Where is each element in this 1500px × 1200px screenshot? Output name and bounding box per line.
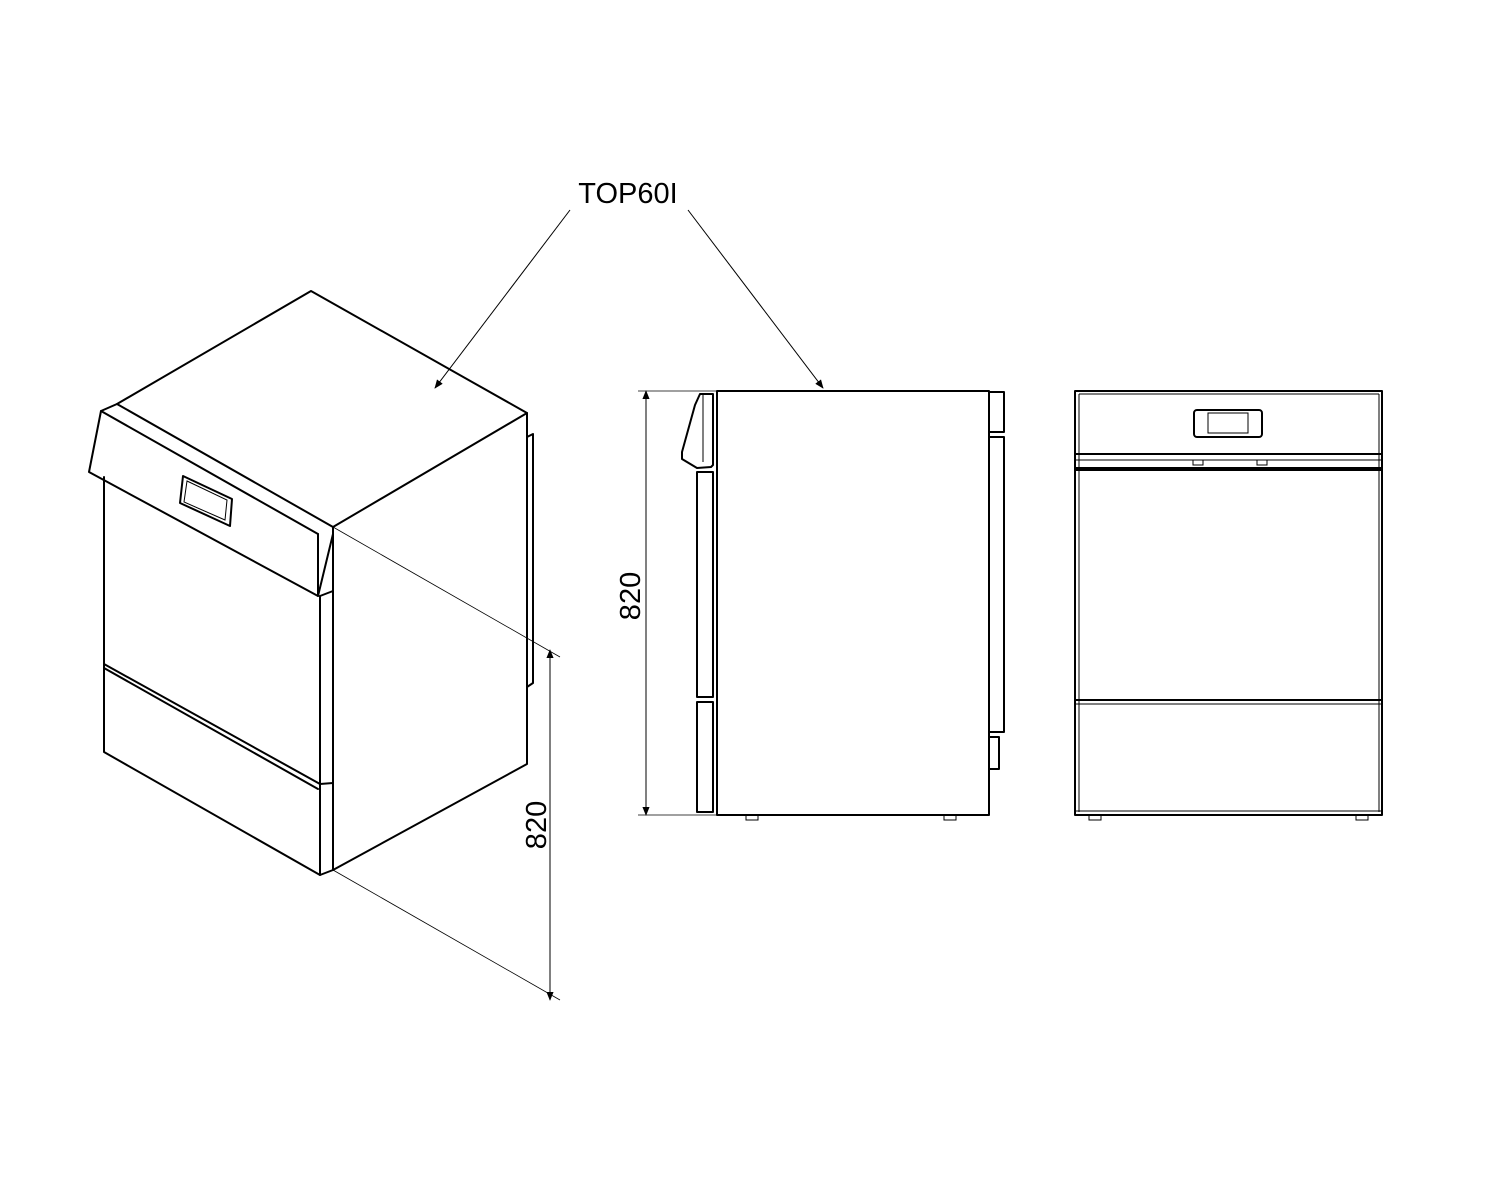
leader-arrow-isometric bbox=[434, 209, 571, 389]
leader-arrow-side bbox=[687, 209, 824, 389]
side-view bbox=[638, 390, 1005, 821]
dimension-label-side: 820 bbox=[615, 572, 647, 620]
door bbox=[103, 476, 321, 785]
model-label: TOP60I bbox=[578, 178, 677, 210]
display-panel bbox=[179, 475, 233, 527]
isometric-view bbox=[88, 290, 561, 1001]
display-panel-front bbox=[1193, 409, 1263, 438]
front-view bbox=[1074, 390, 1383, 821]
side-panel bbox=[332, 412, 528, 871]
dimension-label-isometric: 820 bbox=[521, 801, 553, 849]
